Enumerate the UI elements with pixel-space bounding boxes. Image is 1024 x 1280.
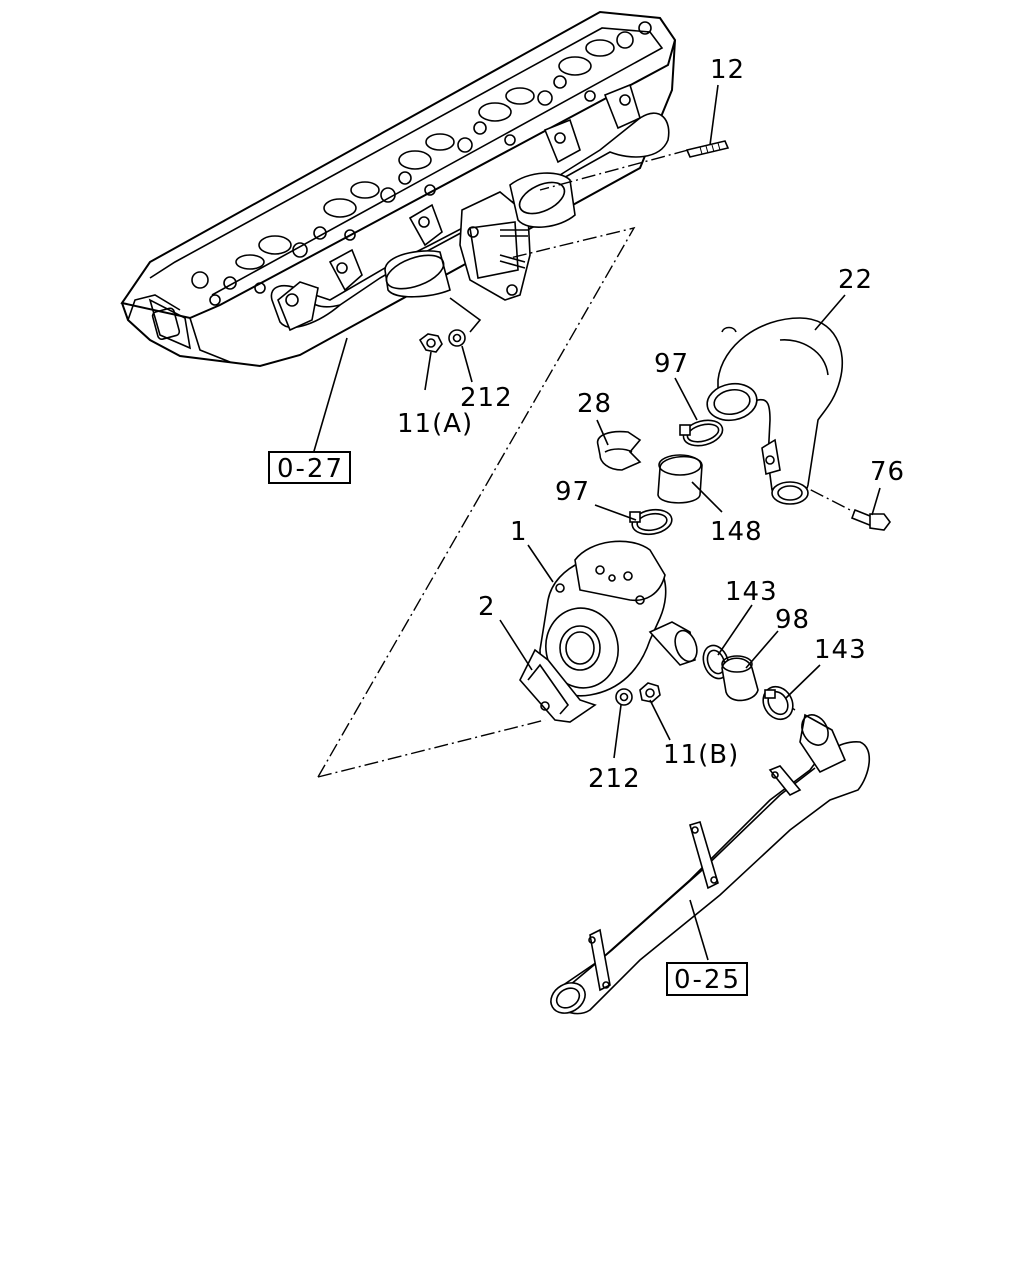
callout-148: 148 — [710, 517, 763, 547]
callout-11a: 11(A) — [397, 409, 473, 439]
callout-212-lower: 212 — [588, 764, 641, 794]
callout-143-lower: 143 — [814, 635, 867, 665]
callout-22: 22 — [838, 265, 873, 295]
clamp-97-lower-drawing — [629, 508, 673, 536]
clamp-97-upper-drawing — [679, 419, 724, 447]
reference-label-0-25: 0-25 — [674, 965, 741, 995]
bracket-2-drawing — [519, 648, 597, 723]
outlet-pipe-22-drawing — [706, 317, 844, 505]
bolt-76-drawing — [850, 508, 891, 531]
reference-label-0-27: 0-27 — [277, 454, 344, 484]
hose-148-drawing — [657, 454, 703, 504]
nut-11a-drawing — [418, 333, 443, 353]
turbocharger-drawing — [539, 540, 698, 697]
reference-box-0-25[interactable]: 0-25 — [666, 962, 748, 996]
stud-12-drawing — [685, 140, 730, 158]
callout-143-upper: 143 — [725, 577, 778, 607]
exhaust-manifold-drawing — [270, 83, 670, 332]
callout-1: 1 — [510, 517, 528, 547]
callout-97-upper: 97 — [654, 349, 689, 379]
callout-97-lower: 97 — [555, 477, 590, 507]
callout-98: 98 — [775, 605, 810, 635]
cylinder-head-drawing — [120, 10, 677, 368]
callout-11b: 11(B) — [663, 740, 739, 770]
leader-lines — [311, 84, 881, 961]
nut-11b-drawing — [639, 682, 661, 703]
intake-pipe-drawing — [550, 713, 870, 1015]
washer-212a-drawing — [448, 329, 466, 347]
callout-212-upper: 212 — [460, 383, 513, 413]
clip-28-drawing — [596, 430, 642, 471]
callout-labels: 12 22 97 28 212 11(A) 76 97 148 1 2 143 … — [397, 55, 905, 794]
washer-212b-drawing — [615, 688, 633, 706]
reference-box-0-27[interactable]: 0-27 — [268, 451, 351, 484]
clamp-143-lower-drawing — [762, 685, 794, 721]
callout-76: 76 — [870, 457, 905, 487]
hose-98-drawing — [721, 655, 759, 702]
callout-12: 12 — [710, 55, 745, 85]
callout-28: 28 — [577, 389, 612, 419]
callout-2: 2 — [478, 592, 496, 622]
